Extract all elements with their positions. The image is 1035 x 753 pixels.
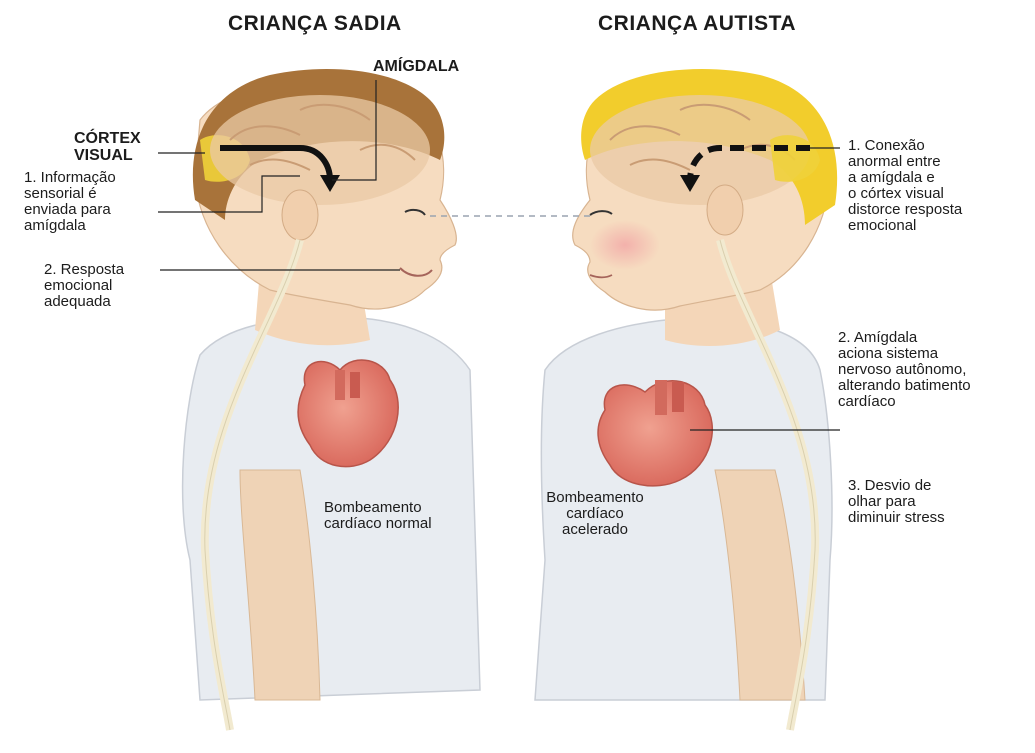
- label-right-step-3: 3. Desvio de olhar para diminuir stress: [848, 478, 945, 526]
- right-child-figure: [535, 69, 837, 730]
- label-left-heart: Bombeamento cardíaco normal: [324, 500, 432, 532]
- title-left: CRIANÇA SADIA: [228, 12, 402, 36]
- label-left-step-2: 2. Resposta emocional adequada: [44, 262, 124, 310]
- label-left-step-1: 1. Informação sensorial é enviada para a…: [24, 170, 116, 234]
- label-right-step-2: 2. Amígdala aciona sistema nervoso autôn…: [838, 330, 971, 410]
- label-right-step-1: 1. Conexão anormal entre a amígdala e o …: [848, 138, 962, 234]
- left-ear: [282, 190, 318, 240]
- label-cortex-visual: CÓRTEX VISUAL: [74, 130, 141, 164]
- right-ear: [707, 185, 743, 235]
- title-right: CRIANÇA AUTISTA: [598, 12, 796, 36]
- label-right-heart: Bombeamento cardíaco acelerado: [520, 490, 670, 538]
- label-amigdala: AMÍGDALA: [373, 58, 459, 75]
- left-child-figure: [183, 69, 480, 730]
